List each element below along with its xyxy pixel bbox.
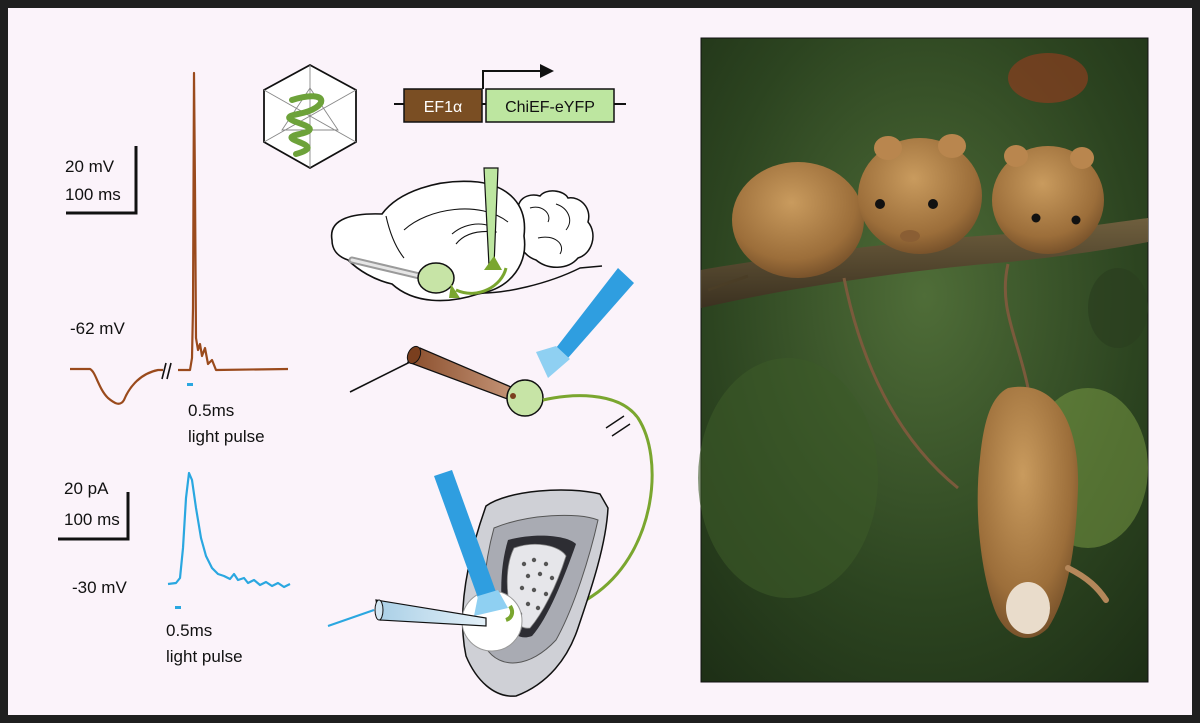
figure-panel: 20 mV 100 ms -62 mV 0.5ms light pulse 20… — [8, 8, 1192, 715]
current-scale-label: 20 pA — [64, 479, 109, 498]
current-stimulus-type: light pulse — [166, 647, 243, 666]
mouse-middle-eye — [875, 199, 885, 209]
brain-sagittal-diagram — [330, 167, 603, 302]
light-fiber-lower — [434, 470, 496, 598]
transcription-start-arrow — [482, 70, 544, 89]
current-trace-group: 20 pA 100 ms -30 mV 0.5ms light pulse — [58, 471, 291, 666]
injection-site — [417, 262, 455, 294]
mouse-tail-hanging — [1003, 263, 1030, 389]
light-cone-lower — [474, 590, 508, 616]
axon-terminal — [505, 604, 515, 622]
holding-potential-label: -30 mV — [72, 578, 127, 597]
promoter-box — [403, 88, 483, 123]
voltage-stimulus-duration: 0.5ms — [188, 401, 234, 420]
harvest-mice-photo — [698, 37, 1149, 683]
light-cone-upper — [536, 346, 570, 378]
mouse-middle — [858, 138, 982, 254]
cerebellum — [517, 190, 594, 268]
hippocampal-region — [506, 543, 567, 629]
current-stimulus-duration: 0.5ms — [166, 621, 212, 640]
brown-patch-pipette — [406, 347, 519, 402]
voltage-time-scale-label: 100 ms — [65, 185, 121, 204]
promoter-label: EF1α — [424, 99, 463, 116]
brain-slice-diagram — [327, 470, 609, 697]
gene-label: ChiEF-eYFP — [505, 99, 595, 116]
patched-neuron-diagram — [349, 268, 654, 624]
voltage-stimulus-type: light pulse — [188, 427, 265, 446]
mouse-left — [732, 162, 864, 278]
genetic-construct: EF1α ChiEF-eYFP — [394, 64, 626, 123]
brainstem — [477, 265, 603, 294]
light-fiber-upper — [556, 268, 634, 358]
mouse-tail-left — [842, 277, 959, 490]
axon-projection — [455, 267, 508, 295]
current-trace — [167, 471, 291, 589]
neuron-soma — [506, 379, 544, 417]
resting-potential-label: -62 mV — [70, 319, 125, 338]
figure-canvas: 20 mV 100 ms -62 mV 0.5ms light pulse 20… — [58, 37, 1149, 697]
current-scale-bar — [58, 492, 130, 541]
arrowhead-icon — [540, 64, 554, 78]
current-time-scale-label: 100 ms — [64, 510, 120, 529]
voltage-scale-bar — [66, 146, 138, 215]
voltage-break-marks — [161, 362, 172, 380]
mouse-right — [992, 146, 1104, 254]
dna-helix-icon — [286, 93, 325, 157]
voltage-trace-group: 20 mV 100 ms -62 mV 0.5ms light pulse — [65, 71, 289, 446]
virus-capsid-icon — [263, 63, 357, 170]
electrode-wire — [349, 359, 420, 393]
voltage-scale-label: 20 mV — [65, 157, 115, 176]
voltage-stimulus-marker — [187, 383, 193, 386]
cortex-outline — [330, 180, 526, 302]
blue-electrode-wire — [327, 609, 375, 627]
current-stimulus-marker — [175, 606, 181, 609]
gene-box — [485, 88, 615, 123]
mouse-hanging — [977, 386, 1079, 638]
voltage-trace — [70, 71, 289, 405]
axon-break-marks — [605, 415, 631, 437]
